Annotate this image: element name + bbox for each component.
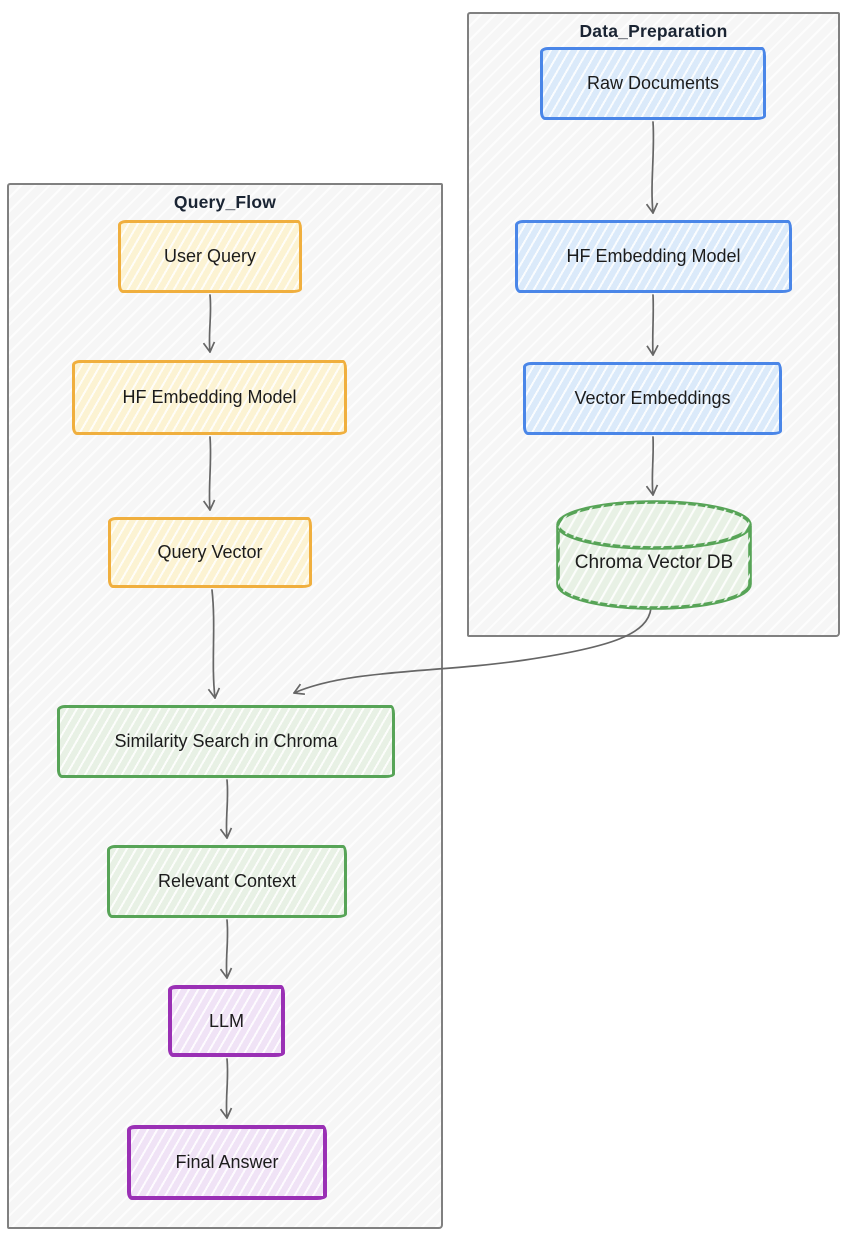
- edge-llm-to-final-answer: [219, 1058, 233, 1119]
- node-hf-embedding-model-query: HF Embedding Model: [72, 360, 347, 435]
- subgraph-query-flow-title: Query_Flow: [173, 192, 277, 212]
- node-similarity-search: Similarity Search in Chroma: [57, 705, 395, 778]
- node-final-answer: Final Answer: [127, 1125, 327, 1200]
- node-query-vector: Query Vector: [108, 517, 312, 588]
- node-raw-documents: Raw Documents: [540, 47, 766, 120]
- edge-similarity-search-to-relevant-context: [219, 779, 233, 839]
- edge-relevant-context-to-llm: [219, 919, 233, 979]
- edge-query-vector-to-similarity-search: [207, 589, 221, 699]
- edge-user-query-to-hf-embedding-model: [202, 294, 216, 353]
- node-llm: LLM: [168, 985, 285, 1057]
- edge-vector-embeddings-to-chroma-vector-db: [645, 436, 659, 496]
- chroma-cylinder-shape: [556, 500, 752, 610]
- node-user-query: User Query: [118, 220, 302, 293]
- edge-chroma-vector-db-to-similarity-search: [293, 607, 652, 696]
- node-relevant-context: Relevant Context: [107, 845, 347, 918]
- node-hf-embedding-model-prep: HF Embedding Model: [515, 220, 792, 293]
- edge-hf-embedding-model-to-query-vector: [202, 436, 216, 511]
- node-chroma-vector-db-label: Chroma Vector DB: [574, 552, 734, 573]
- subgraph-data-preparation-title: Data_Preparation: [579, 21, 728, 41]
- node-vector-embeddings: Vector Embeddings: [523, 362, 782, 435]
- edge-raw-documents-to-hf-embedding-model: [645, 121, 659, 214]
- edge-hf-embedding-model-to-vector-embeddings: [646, 294, 659, 356]
